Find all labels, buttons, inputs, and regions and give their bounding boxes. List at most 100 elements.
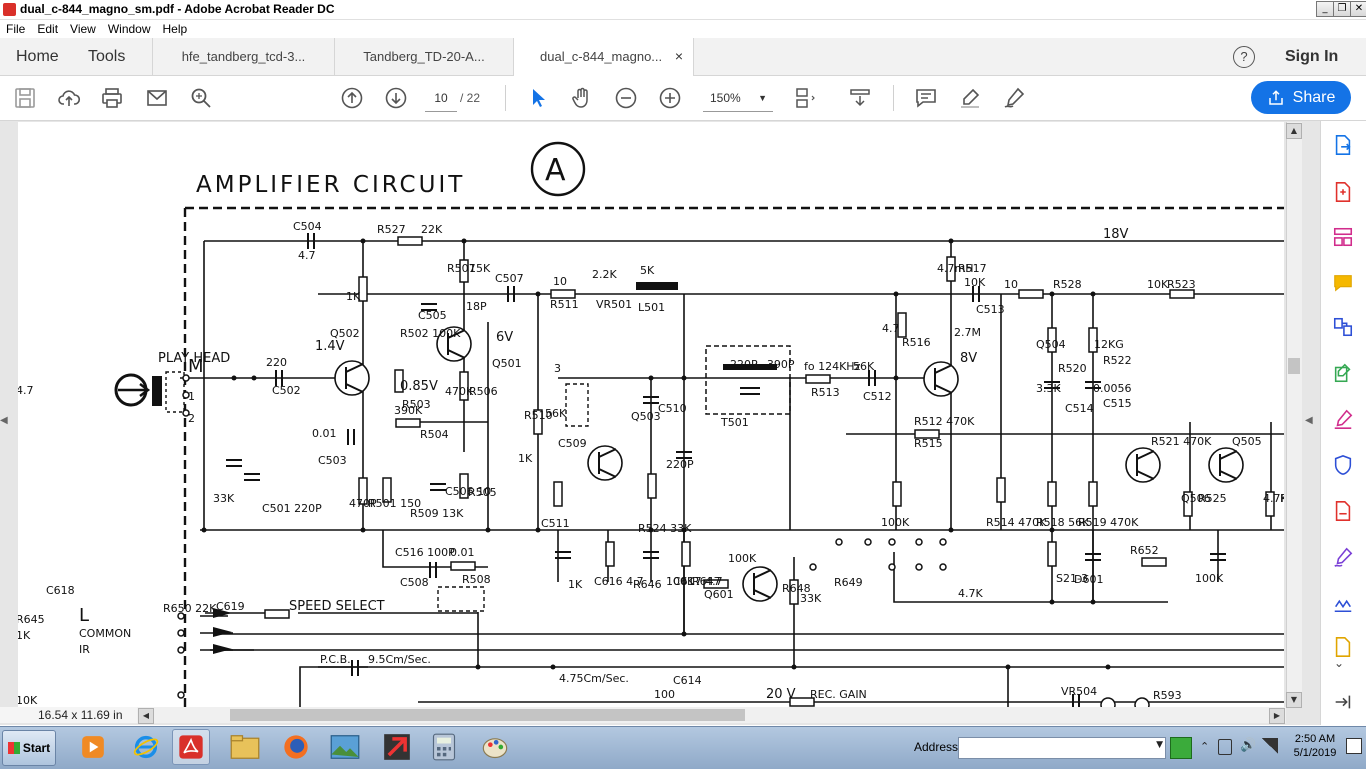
select-icon[interactable] — [524, 84, 552, 112]
horizontal-scroll-thumb[interactable] — [230, 709, 745, 721]
combine-files-icon[interactable] — [1330, 314, 1356, 340]
photo-icon[interactable] — [326, 729, 364, 765]
export-pdf-icon[interactable] — [1330, 132, 1356, 158]
tab-tools[interactable]: Tools — [88, 48, 126, 65]
vertical-scrollbar[interactable] — [1286, 122, 1302, 707]
schematic-label: 100K — [881, 516, 910, 529]
restore-button[interactable]: ❐ — [1333, 1, 1351, 17]
start-label: Start — [22, 741, 51, 755]
organize-pages-icon[interactable] — [1330, 224, 1356, 250]
share-label: Share — [1292, 89, 1336, 106]
schematic-label: P.C.B. — [320, 653, 351, 666]
menu-file[interactable]: File — [6, 22, 26, 36]
fill-sign-icon[interactable] — [1330, 406, 1356, 432]
prev-page-icon[interactable] — [338, 84, 366, 112]
page-number-input[interactable]: 10 — [425, 85, 457, 112]
sign-in-link[interactable]: Sign In — [1285, 48, 1339, 65]
menu-edit[interactable]: Edit — [37, 22, 59, 36]
zoom-level-value: 150% — [710, 91, 741, 105]
tab-home[interactable]: Home — [16, 48, 59, 65]
schematic-label: 10 — [1004, 278, 1018, 291]
comment-tool-icon[interactable] — [1330, 270, 1356, 296]
scroll-down-arrow[interactable]: ▼ — [1286, 692, 1302, 708]
schematic-label: R648 — [782, 582, 811, 595]
menu-view[interactable]: View — [70, 22, 96, 36]
schematic-label: 20 V — [18, 122, 48, 126]
schematic-label: 33K — [213, 492, 235, 505]
zoom-level-select[interactable]: 150%▼ — [703, 85, 773, 112]
network-icon[interactable] — [1218, 739, 1232, 755]
edit-pdf-icon[interactable] — [1330, 360, 1356, 386]
firefox-icon[interactable] — [277, 729, 315, 765]
hand-icon[interactable] — [568, 84, 596, 112]
vertical-scroll-thumb[interactable] — [1288, 358, 1300, 374]
schematic-label: 220 — [266, 356, 287, 369]
close-window-button[interactable]: ✕ — [1350, 1, 1366, 17]
windows-logo-icon — [7, 742, 20, 754]
schematic-label: C503 — [318, 454, 347, 467]
comment-icon[interactable] — [912, 84, 940, 112]
highlight-icon[interactable] — [956, 84, 984, 112]
upload-icon[interactable] — [55, 84, 83, 112]
volume-icon[interactable]: 🔊 — [1240, 738, 1257, 753]
collapse-right-panel-icon[interactable]: ◀ — [1305, 415, 1313, 426]
sign-icon[interactable] — [1000, 84, 1028, 112]
acrobat-icon[interactable] — [172, 729, 210, 765]
paint-icon[interactable] — [476, 729, 514, 765]
media-player-icon[interactable] — [74, 729, 112, 765]
email-icon[interactable] — [143, 84, 171, 112]
zoom-in-icon[interactable] — [656, 84, 684, 112]
scroll-right-arrow[interactable]: ▶ — [1269, 708, 1285, 724]
show-desktop-icon[interactable] — [1346, 738, 1362, 754]
search-icon[interactable] — [187, 84, 215, 112]
schematic-label: C501 220P — [262, 502, 322, 515]
tab-document-active[interactable]: dual_c-844_magno... × — [514, 38, 694, 76]
chevron-down-icon[interactable]: ⌄ — [1334, 656, 1345, 670]
collapse-left-panel-icon[interactable]: ◀ — [0, 415, 8, 426]
more-tools-icon[interactable] — [1330, 634, 1356, 660]
calculator-icon[interactable] — [425, 729, 463, 765]
schematic-label: R512 470K — [914, 415, 975, 428]
address-input[interactable]: ▼ — [958, 737, 1166, 759]
fit-page-icon[interactable] — [791, 84, 819, 112]
schematic-label: 100K — [666, 575, 695, 588]
schematic-label: Q505 — [1232, 435, 1262, 448]
chevron-down-icon[interactable]: ▼ — [1156, 740, 1163, 750]
request-signature-icon[interactable] — [1330, 544, 1356, 570]
collapse-panel-icon[interactable] — [1330, 689, 1356, 715]
menu-window[interactable]: Window — [107, 22, 151, 36]
schematic-badge: A — [545, 153, 566, 188]
tab-label: hfe_tandberg_tcd-3... — [181, 49, 306, 64]
share-button[interactable]: Share — [1251, 81, 1351, 114]
save-icon[interactable] — [11, 84, 39, 112]
ie-icon[interactable] — [127, 729, 165, 765]
next-page-icon[interactable] — [382, 84, 410, 112]
measure-icon[interactable] — [1330, 590, 1356, 616]
explorer-icon[interactable] — [226, 729, 264, 765]
close-tab-icon[interactable]: × — [674, 48, 683, 64]
print-icon[interactable] — [98, 84, 126, 112]
protect-icon[interactable] — [1330, 452, 1356, 478]
scroll-left-arrow[interactable]: ◀ — [138, 708, 154, 724]
tool-icon[interactable] — [378, 729, 416, 765]
zoom-out-icon[interactable] — [612, 84, 640, 112]
minimize-button[interactable]: _ — [1316, 1, 1334, 17]
tray-expand-icon[interactable]: ⌃ — [1200, 740, 1210, 753]
create-pdf-icon[interactable] — [1330, 179, 1356, 205]
schematic-label: 100 — [654, 688, 675, 701]
tab-document-2[interactable]: Tandberg_TD-20-A... — [335, 38, 514, 75]
export-pdf-red-icon[interactable] — [1330, 498, 1356, 524]
scroll-mode-icon[interactable] — [846, 84, 874, 112]
menu-help[interactable]: Help — [162, 22, 188, 36]
help-icon[interactable]: ? — [1233, 46, 1255, 68]
go-button[interactable] — [1170, 737, 1192, 759]
signal-icon[interactable] — [1262, 738, 1278, 754]
scroll-up-arrow[interactable]: ▲ — [1286, 123, 1302, 139]
schematic-label: VR501 — [596, 298, 632, 311]
schematic-label: Q504 — [1036, 338, 1066, 351]
tab-document-1[interactable]: hfe_tandberg_tcd-3... — [152, 38, 335, 75]
tab-label: dual_c-844_magno... — [540, 49, 663, 64]
schematic-label: C514 — [1065, 402, 1094, 415]
start-button[interactable]: Start — [2, 730, 56, 766]
